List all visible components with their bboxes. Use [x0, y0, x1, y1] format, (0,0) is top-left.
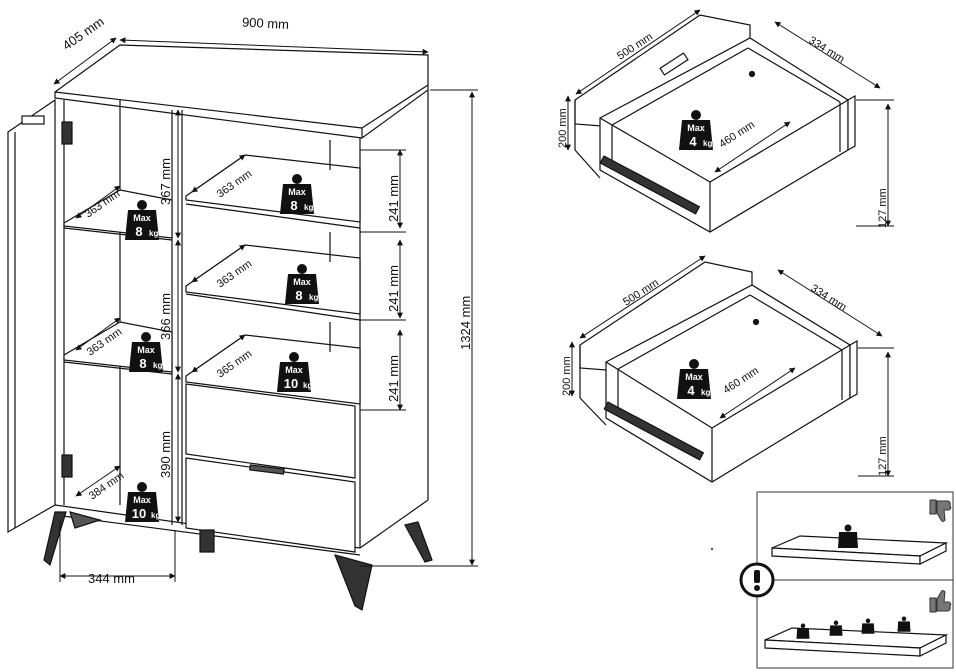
drawer-height-label: 200 mm	[561, 356, 573, 396]
drawer-slide-rail	[603, 401, 705, 461]
weight-value: 8	[135, 224, 142, 239]
weight-unit: kg	[303, 381, 312, 390]
drawer-inner-height-label: 127 mm	[877, 188, 889, 228]
weight-max-label: Max	[293, 277, 311, 287]
cabinet-height-label: 1324 mm	[458, 296, 473, 350]
cabinet-dimension-lines	[53, 37, 478, 582]
left-height-label: 390 mm	[158, 431, 173, 478]
cabinet-base-width-label: 344 mm	[88, 571, 135, 586]
right-height-label: 241 mm	[386, 355, 401, 402]
weight-max-label: Max	[137, 345, 155, 355]
load-distribution-panel	[756, 491, 954, 669]
cabinet-drawer	[185, 457, 356, 553]
weight-max-label: Max	[133, 213, 151, 223]
cabinet-drawing	[7, 44, 433, 611]
right-height-label: 241 mm	[386, 175, 401, 222]
drawer-handle	[249, 464, 285, 475]
small-weight-icon	[838, 524, 858, 548]
weight-unit: kg	[151, 511, 160, 520]
drawer-dimension-lines	[565, 9, 894, 227]
weight-value: 8	[295, 288, 302, 303]
weight-unit: kg	[703, 139, 712, 148]
exclamation-icon	[739, 562, 775, 598]
weight-value: 4	[689, 134, 697, 149]
small-weight-icon	[829, 620, 843, 636]
cabinet-door	[7, 98, 56, 534]
cabinet-depth-label: 405 mm	[60, 14, 107, 53]
drawer-slide-rail	[599, 155, 701, 215]
leg	[43, 511, 67, 567]
leg	[69, 511, 103, 529]
small-weight-icon	[861, 618, 875, 634]
leg	[334, 554, 373, 611]
right-height-label: 241 mm	[386, 265, 401, 312]
weight-unit: kg	[304, 203, 313, 212]
small-weight-icon	[897, 616, 911, 632]
weight-value: 8	[139, 356, 146, 371]
leg	[404, 521, 433, 563]
weight-unit: kg	[701, 388, 710, 397]
weight-max-label: Max	[687, 123, 705, 133]
drawer-dimension-lines	[569, 255, 894, 477]
weight-unit: kg	[309, 293, 318, 302]
cabinet-top	[54, 44, 429, 139]
weight-max-label: Max	[285, 365, 303, 375]
drawer-height-label: 200 mm	[557, 108, 569, 148]
weight-value: 4	[687, 383, 695, 398]
drawer-inner-height-label: 127 mm	[877, 436, 889, 476]
hinge	[61, 121, 73, 145]
hinge	[61, 454, 73, 478]
weight-value: 8	[290, 198, 297, 213]
left-height-label: 367 mm	[158, 158, 173, 205]
weight-unit: kg	[149, 229, 158, 238]
weight-unit: kg	[153, 361, 162, 370]
left-height-label: 366 mm	[158, 293, 173, 340]
cabinet-width-label: 900 mm	[242, 15, 290, 32]
weight-value: 10	[132, 506, 146, 521]
weight-value: 10	[284, 376, 298, 391]
thumbs-up-icon	[929, 590, 952, 613]
weight-max-label: Max	[133, 495, 151, 505]
drawer-depth-label: 334 mm	[806, 34, 846, 65]
weight-max-label: Max	[685, 372, 703, 382]
weight-max-label: Max	[288, 187, 306, 197]
cabinet-drawer	[185, 383, 356, 479]
drawer-depth-label: 334 mm	[808, 282, 848, 313]
thumbs-down-icon	[929, 499, 952, 522]
small-weight-icon	[796, 623, 810, 639]
leg	[199, 529, 215, 553]
